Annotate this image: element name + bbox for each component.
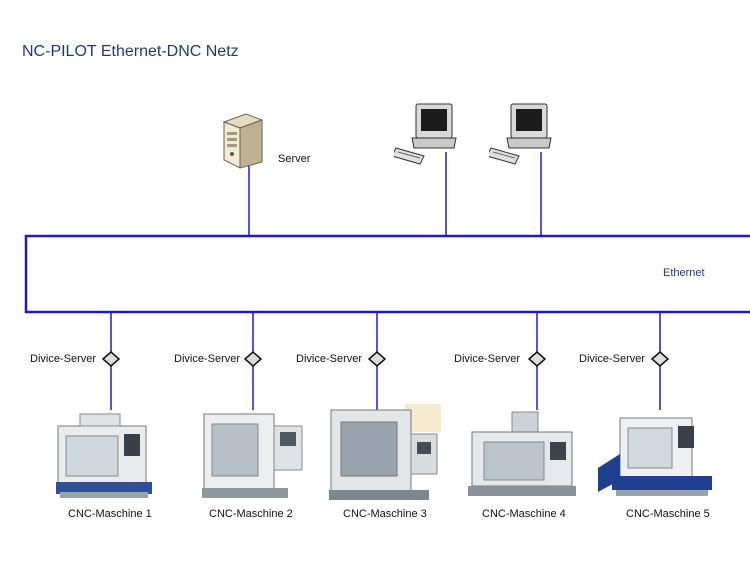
machine-label: CNC-Maschine 4 <box>482 508 566 520</box>
cnc-machine-icon <box>468 411 576 496</box>
device-server-label: Divice-Server <box>579 353 646 365</box>
server-icon <box>222 113 264 169</box>
device-server-icon <box>101 351 121 367</box>
device-server-label: Divice-Server <box>296 353 363 365</box>
ethernet-label: Ethernet <box>663 267 705 279</box>
machine-label: CNC-Maschine 3 <box>343 508 427 520</box>
workstation-icon <box>394 103 457 165</box>
device-server-icon <box>527 351 547 367</box>
cnc-machine-icon <box>598 417 712 496</box>
machine-label: CNC-Maschine 2 <box>209 508 293 520</box>
device-server-icon <box>367 351 387 367</box>
machine-label: CNC-Maschine 5 <box>626 508 710 520</box>
diagram-title: NC-PILOT Ethernet-DNC Netz <box>22 43 239 60</box>
device-server-icon <box>243 351 263 367</box>
cnc-machine-icon <box>329 404 441 500</box>
cnc-machine-icon <box>202 413 303 498</box>
device-server-label: Divice-Server <box>30 353 97 365</box>
machine-label: CNC-Maschine 1 <box>68 508 152 520</box>
cnc-machine-icon <box>56 413 152 498</box>
ethernet-bus <box>24 234 750 314</box>
workstation-icon <box>489 103 552 165</box>
device-server-label: Divice-Server <box>174 353 241 365</box>
server-label: Server <box>278 153 311 165</box>
device-server-label: Divice-Server <box>454 353 521 365</box>
device-server-icon <box>650 351 670 367</box>
